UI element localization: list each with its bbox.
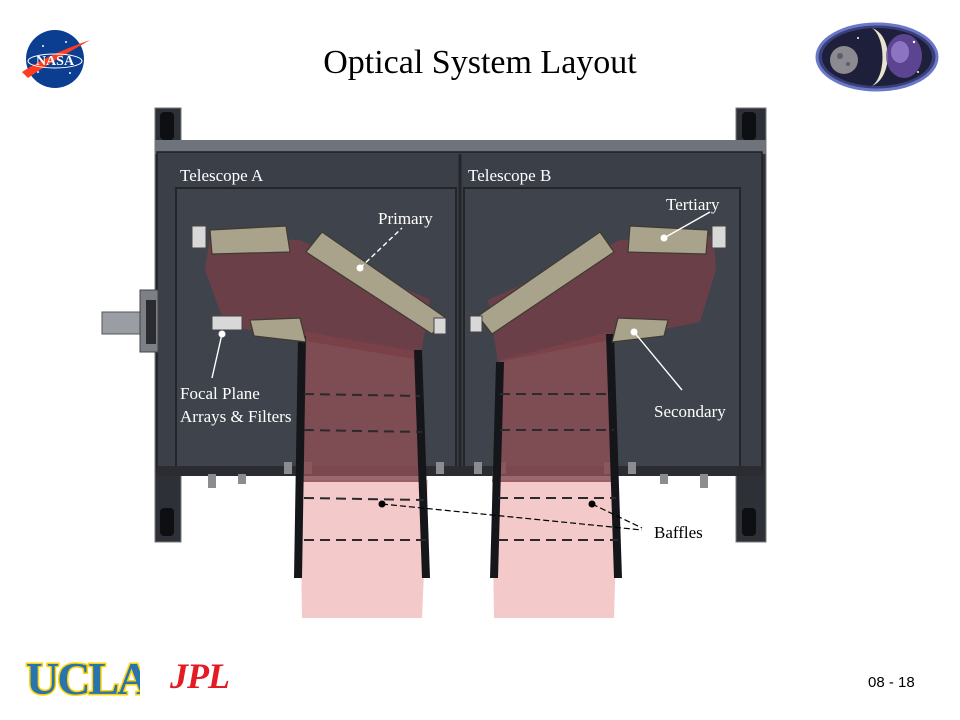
nasa-logo-text: NASA bbox=[36, 54, 75, 69]
tertiary-mirror-b bbox=[627, 225, 709, 255]
label-telescope-b: Telescope B bbox=[468, 166, 551, 185]
label-primary: Primary bbox=[378, 209, 433, 228]
baffle-tube-b bbox=[490, 362, 504, 578]
primary-mirror-b bbox=[477, 231, 615, 335]
label-secondary: Secondary bbox=[654, 402, 726, 421]
jpl-logo: JPL bbox=[169, 656, 230, 696]
baffle-tube-a-right bbox=[414, 350, 430, 578]
beam-b-exit bbox=[492, 480, 618, 618]
callout-line-tertiary bbox=[663, 211, 711, 239]
label-focal-plane-line1: Focal Plane bbox=[180, 384, 260, 403]
side-connector bbox=[101, 311, 147, 335]
label-focal-plane-line2: Arrays & Filters bbox=[180, 407, 291, 426]
secondary-mirror-b bbox=[611, 317, 669, 343]
callout-line-baffles-a bbox=[381, 503, 643, 531]
beam-a-inside bbox=[300, 332, 426, 482]
jpl-logo-text: JPL bbox=[169, 656, 229, 696]
nasa-logo: NASA bbox=[22, 30, 90, 88]
callout-line-baffles-b bbox=[591, 503, 643, 529]
callout-line-secondary bbox=[633, 331, 683, 391]
baffle-tube-a bbox=[294, 336, 306, 578]
beam-a-exit bbox=[300, 480, 428, 618]
ucla-logo: UCLA bbox=[25, 652, 141, 703]
beam-b-inside bbox=[492, 332, 618, 482]
label-tertiary: Tertiary bbox=[666, 195, 720, 214]
callout-line-focal-plane bbox=[211, 333, 223, 379]
frame-top-bar bbox=[155, 140, 766, 154]
tertiary-mirror-a bbox=[209, 225, 291, 255]
ucla-logo-text: UCLA bbox=[26, 653, 140, 702]
beam-b-fold bbox=[488, 236, 716, 362]
mission-patch-logo bbox=[815, 22, 939, 92]
secondary-mirror-a bbox=[249, 317, 307, 343]
slide-number: 08 - 18 bbox=[868, 674, 915, 691]
slide-title: Optical System Layout bbox=[323, 44, 637, 81]
label-baffles: Baffles bbox=[654, 523, 703, 542]
callout-line-primary bbox=[359, 227, 403, 269]
label-telescope-a: Telescope A bbox=[180, 166, 264, 185]
